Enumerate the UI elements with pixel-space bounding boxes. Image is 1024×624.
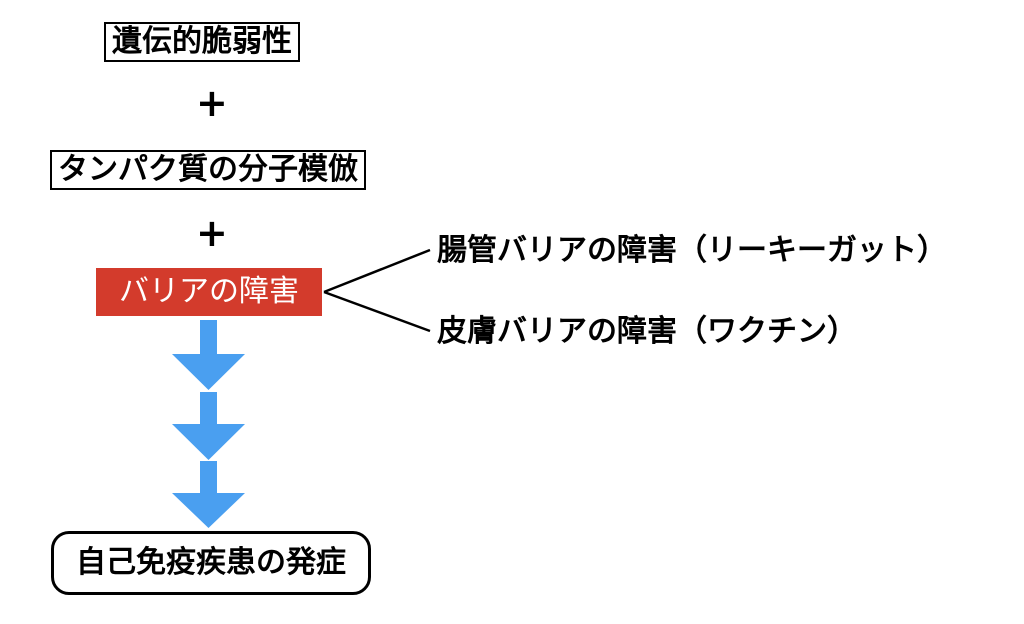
down-arrow-icon: [172, 392, 245, 460]
plus-sign: +: [196, 81, 228, 125]
down-arrow-icon: [172, 461, 245, 528]
node-autoimmune-onset: 自己免疫疾患の発症: [51, 531, 371, 595]
branch-gut-barrier: 腸管バリアの障害（リーキーガット）: [437, 233, 947, 268]
branch-skin-barrier: 皮膚バリアの障害（ワクチン）: [437, 314, 857, 349]
node-genetic-vulnerability: 遺伝的脆弱性: [104, 22, 300, 62]
branch-line-gut: [323, 248, 431, 294]
node-molecular-mimicry: タンパク質の分子模倣: [50, 150, 366, 190]
branch-line-skin: [323, 290, 431, 333]
node-barrier-disorder: バリアの障害: [96, 268, 322, 316]
down-arrow-icon: [172, 320, 245, 390]
plus-sign: +: [196, 211, 228, 255]
